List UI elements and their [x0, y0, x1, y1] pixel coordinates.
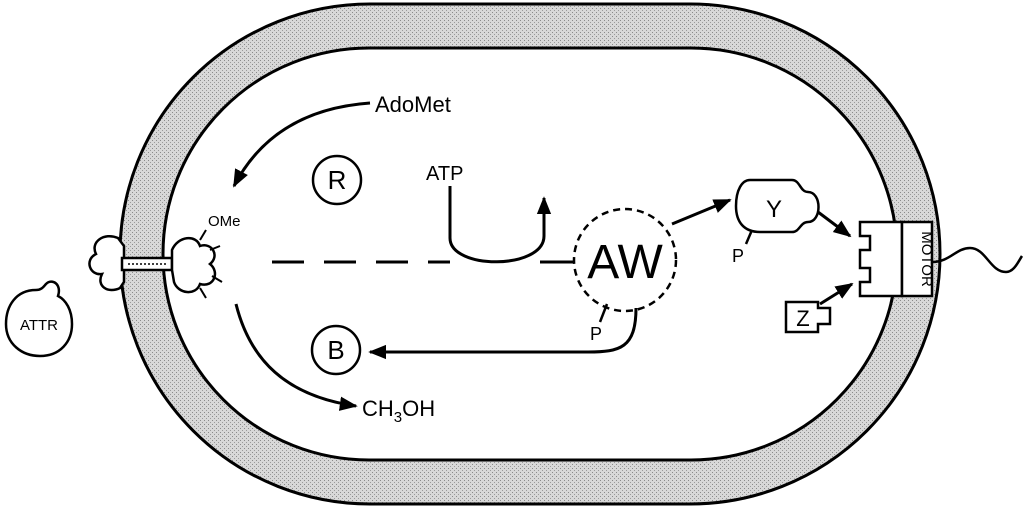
chey-to-motor-arrow	[817, 210, 852, 238]
chey-label: Y	[766, 196, 782, 223]
chey-shape	[734, 178, 820, 234]
methyl-stick	[211, 275, 223, 283]
chea-chew-label: AW	[587, 236, 663, 289]
aw-to-cheb-arrow	[368, 307, 638, 360]
chey-phospho-label: P	[732, 246, 744, 266]
receptor-inner-domain	[170, 237, 217, 294]
cheb-circle	[310, 324, 362, 376]
methyl-stick	[199, 287, 207, 299]
cher-label: R	[328, 165, 347, 195]
methyl-stick	[209, 245, 221, 251]
flagellum	[931, 246, 1024, 274]
aw-phospho-label: P	[590, 324, 602, 344]
methanol-arrow	[234, 303, 358, 411]
chey-phospho-stick	[744, 229, 754, 245]
aw-phospho-stick	[598, 303, 609, 323]
atp-label: ATP	[426, 163, 463, 185]
chez-to-motor-arrow	[819, 282, 854, 306]
cher-circle	[311, 154, 363, 206]
ome-label: OMe	[208, 213, 241, 230]
atp-arrow	[448, 186, 552, 264]
attractant-label: ATTR	[20, 317, 58, 334]
motor-label: MOTOR	[918, 231, 935, 287]
attractant-shape	[4, 280, 74, 358]
chez-label: Z	[796, 306, 809, 331]
adomet-label: AdoMet	[375, 92, 451, 117]
cheb-label: B	[327, 335, 344, 365]
chez-shape	[784, 300, 832, 334]
motor-switch	[858, 220, 904, 298]
aw-to-chey-arrow	[671, 198, 732, 226]
chea-chew-circle	[572, 207, 678, 313]
methanol-label: CH3OH	[362, 396, 435, 426]
motor-box	[900, 220, 934, 298]
adomet-arrow	[232, 101, 371, 188]
methyl-stick	[199, 229, 207, 241]
receptor-outer-domain	[88, 235, 126, 292]
